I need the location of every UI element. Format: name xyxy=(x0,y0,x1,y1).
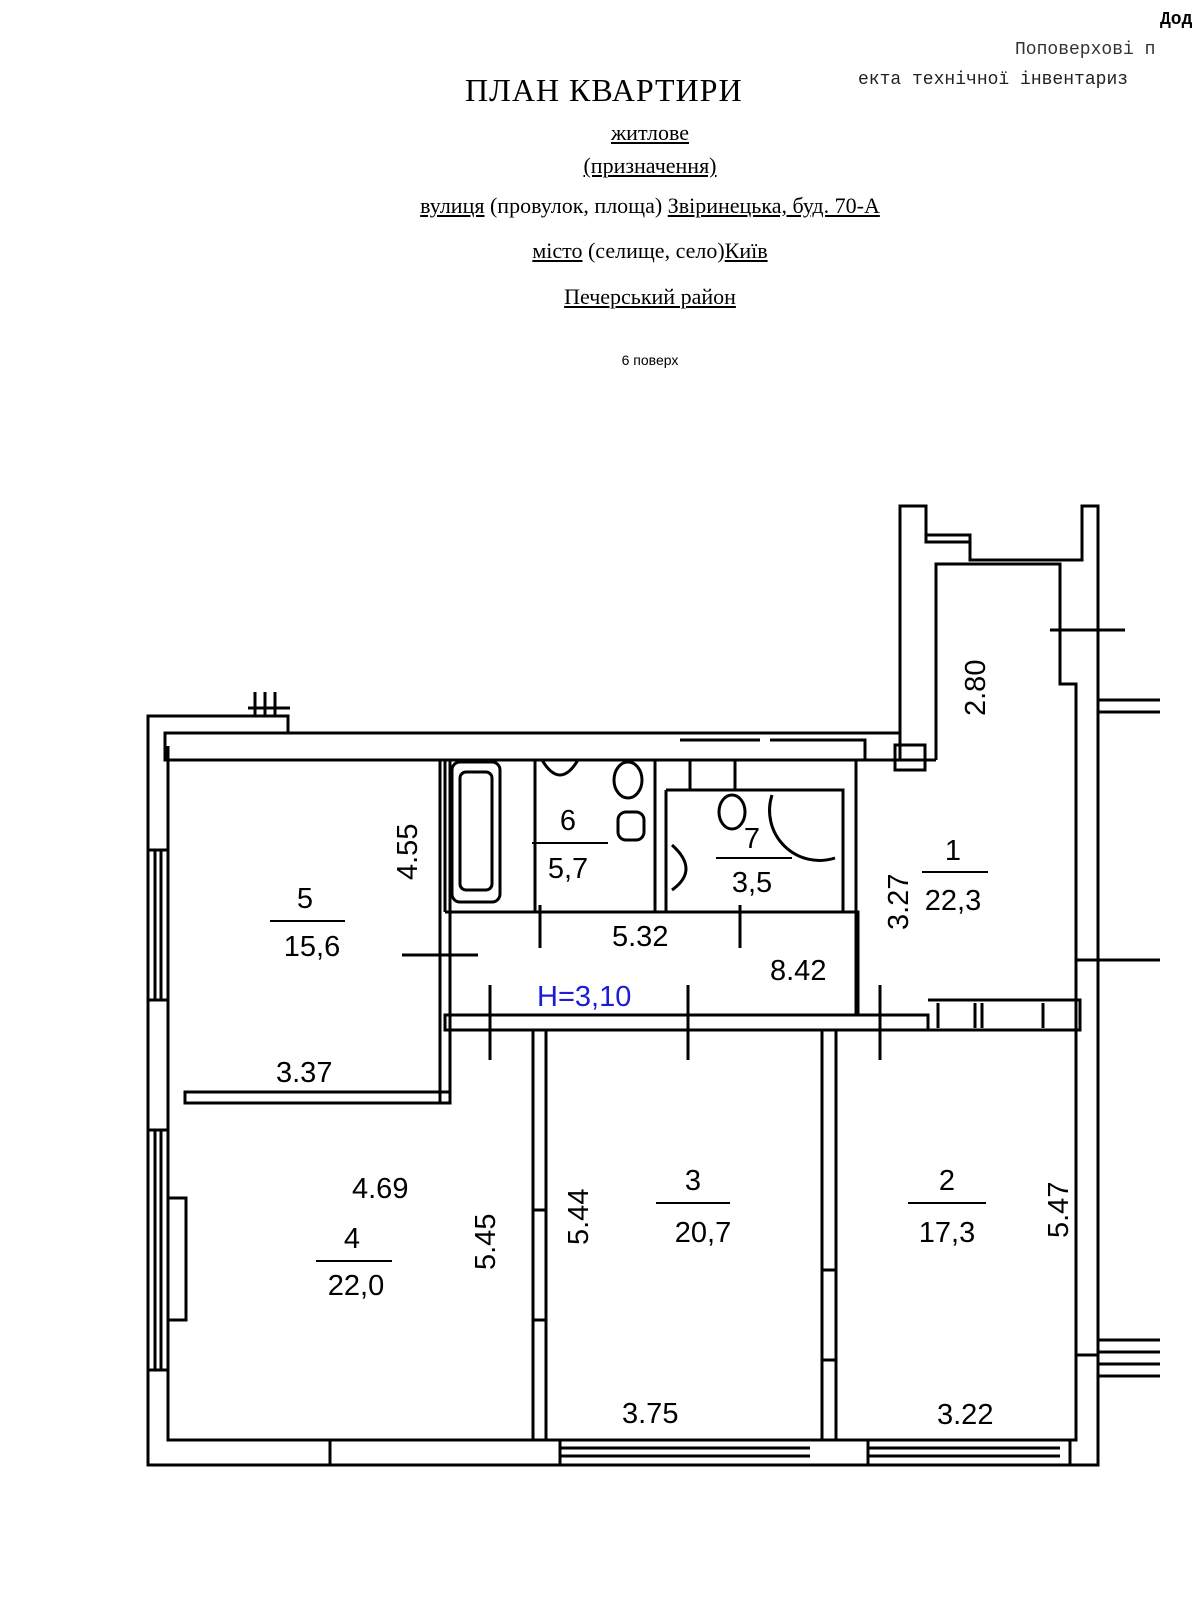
dim-5-32: 5.32 xyxy=(612,921,668,953)
dim-3-37: 3.37 xyxy=(276,1057,332,1089)
dim-3-22: 3.22 xyxy=(937,1399,993,1431)
room-2-area: 17,3 xyxy=(919,1217,975,1249)
room-4: 4 22,0 xyxy=(316,1223,392,1302)
room-7: 7 3,5 xyxy=(716,823,792,899)
dim-3-75: 3.75 xyxy=(622,1398,678,1430)
dim-5-45: 5.45 xyxy=(470,1214,502,1270)
street-label: вулиця xyxy=(420,193,485,218)
room-7-area: 3,5 xyxy=(732,867,772,899)
room-3: 3 20,7 xyxy=(656,1165,731,1249)
room-4-area: 22,0 xyxy=(328,1270,384,1302)
dim-3-27: 3.27 xyxy=(883,874,915,930)
purpose-caption: (призначення) xyxy=(583,153,717,178)
district-line: Печерський район xyxy=(564,284,736,309)
corner-note-1: Дод xyxy=(1160,10,1193,30)
room-2-number: 2 xyxy=(939,1165,955,1197)
dim-5-47: 5.47 xyxy=(1043,1182,1075,1238)
corner-note-3: екта технічної інвентариз xyxy=(858,70,1129,90)
room-6: 6 5,7 xyxy=(532,805,608,885)
room-3-number: 3 xyxy=(685,1165,701,1197)
dimensions: 2.80 4.55 3.27 5.32 8.42 3.37 4.69 5.45 … xyxy=(276,660,1075,1431)
dim-4-69: 4.69 xyxy=(352,1173,408,1205)
plan-walls xyxy=(146,504,1160,1467)
room-2: 2 17,3 xyxy=(908,1165,986,1249)
city-label: місто xyxy=(532,238,583,263)
dim-2-80: 2.80 xyxy=(960,660,992,716)
street-line: вулиця (провулок, площа) Звіринецька, бу… xyxy=(0,193,1200,219)
room-4-number: 4 xyxy=(344,1223,360,1255)
dim-4-55: 4.55 xyxy=(392,824,424,880)
room-1-area: 22,3 xyxy=(925,885,981,917)
room-5-area: 15,6 xyxy=(284,931,340,963)
room-1: 1 22,3 xyxy=(922,835,988,917)
ceiling-height-label: H=3,10 xyxy=(537,981,631,1013)
room-5-number: 5 xyxy=(297,883,313,915)
floor-label: 6 поверх xyxy=(621,352,679,368)
room-6-number: 6 xyxy=(560,805,576,837)
room-6-area: 5,7 xyxy=(548,853,588,885)
city-paren: (селище, село) xyxy=(587,238,725,263)
street-value: Звіринецька, буд. 70-А xyxy=(667,193,880,218)
street-paren: (провулок, площа) xyxy=(489,193,663,218)
city-line: місто (селище, село)Київ xyxy=(0,238,1200,264)
room-3-area: 20,7 xyxy=(675,1217,731,1249)
dim-5-44: 5.44 xyxy=(563,1189,595,1245)
dim-8-42: 8.42 xyxy=(770,955,826,987)
city-value: Київ xyxy=(724,238,768,263)
room-7-number: 7 xyxy=(744,823,760,855)
room-1-number: 1 xyxy=(945,835,961,867)
corner-note-2: Поповерхові п xyxy=(1015,40,1156,60)
document-title: ПЛАН КВАРТИРИ xyxy=(465,72,743,108)
room-5: 5 15,6 xyxy=(270,883,345,963)
purpose-value: житлове xyxy=(610,120,690,145)
